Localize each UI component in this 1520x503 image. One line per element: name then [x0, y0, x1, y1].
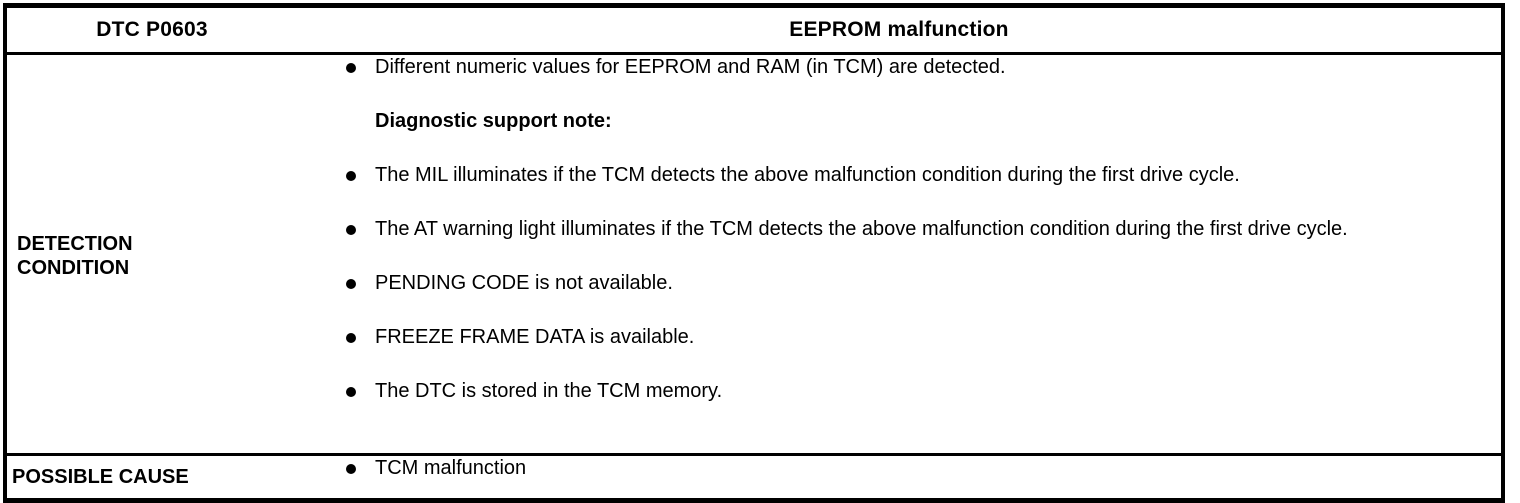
list-item-text: TCM malfunction: [375, 457, 527, 479]
bullet-dot-icon: [346, 225, 356, 235]
bullet-dot-icon: [346, 279, 356, 289]
detection-condition-row: DETECTION CONDITION Different numeric va…: [5, 53, 1503, 456]
possible-cause-row: POSSIBLE CAUSE TCM malfunction: [5, 455, 1503, 501]
bullet-dot-icon: [346, 333, 356, 343]
list-item: The DTC is stored in the TCM memory.: [297, 379, 1501, 404]
dtc-title-cell: EEPROM malfunction: [297, 5, 1503, 55]
list-item-text: The MIL illuminates if the TCM detects t…: [375, 164, 1240, 186]
possible-cause-body-cell: TCM malfunction: [297, 455, 1503, 501]
list-item: The MIL illuminates if the TCM detects t…: [297, 163, 1501, 188]
detection-condition-label: DETECTION CONDITION: [17, 233, 133, 279]
list-item: PENDING CODE is not available.: [297, 271, 1501, 296]
list-item-text: Diagnostic support note:: [375, 110, 612, 132]
list-item: Different numeric values for EEPROM and …: [297, 55, 1501, 80]
list-item-text: The DTC is stored in the TCM memory.: [375, 380, 723, 402]
bullet-dot-icon: [346, 464, 356, 474]
list-item-text: FREEZE FRAME DATA is available.: [375, 326, 695, 348]
possible-cause-label-cell: POSSIBLE CAUSE: [5, 455, 297, 501]
dtc-code-label: DTC P0603: [96, 18, 208, 41]
list-item-text: Different numeric values for EEPROM and …: [375, 56, 1006, 78]
list-item-text: The AT warning light illuminates if the …: [375, 218, 1348, 240]
bullet-dot-icon: [346, 171, 356, 181]
bullet-dot-icon: [346, 387, 356, 397]
list-item-text: PENDING CODE is not available.: [375, 272, 673, 294]
possible-cause-list: TCM malfunction: [297, 456, 1501, 481]
table-header-row: DTC P0603 EEPROM malfunction: [5, 5, 1503, 55]
dtc-diagnostic-table: DTC P0603 EEPROM malfunction DETECTION C…: [3, 3, 1505, 503]
dtc-title-label: EEPROM malfunction: [789, 18, 1009, 41]
detection-condition-list: Different numeric values for EEPROM and …: [297, 55, 1501, 404]
possible-cause-label: POSSIBLE CAUSE: [12, 466, 189, 488]
list-item: The AT warning light illuminates if the …: [297, 217, 1501, 242]
dtc-code-cell: DTC P0603: [5, 5, 297, 55]
list-item-note: Diagnostic support note:: [297, 109, 1501, 134]
list-item: FREEZE FRAME DATA is available.: [297, 325, 1501, 350]
list-item: TCM malfunction: [297, 456, 1501, 481]
detection-condition-body-cell: Different numeric values for EEPROM and …: [297, 53, 1503, 456]
detection-condition-label-cell: DETECTION CONDITION: [5, 53, 297, 456]
bullet-dot-icon: [346, 63, 356, 73]
